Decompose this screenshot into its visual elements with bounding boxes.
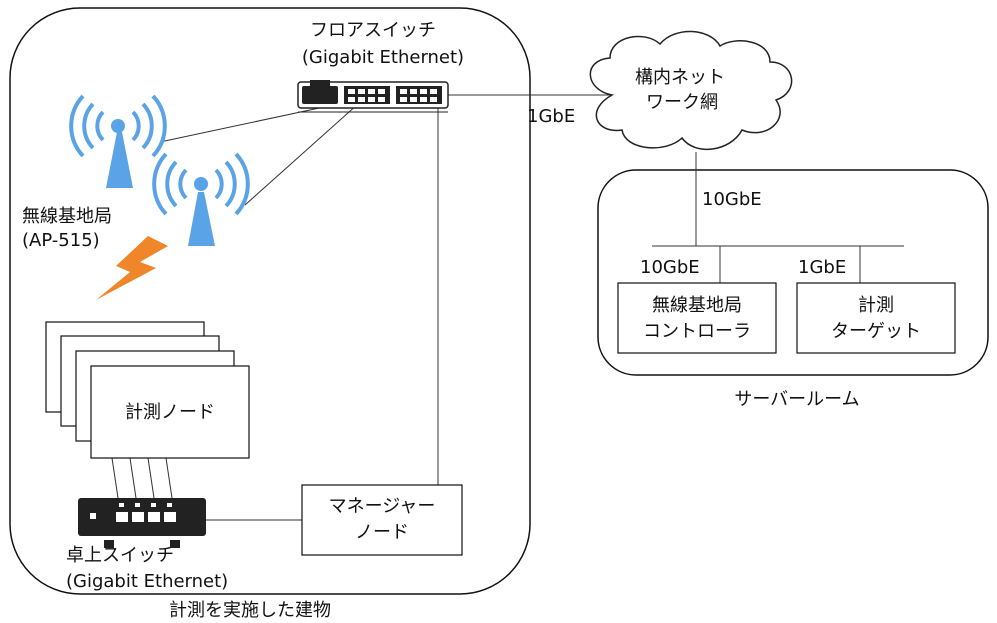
wifi-antenna-icon <box>69 94 167 188</box>
server-room-caption: サーバールーム <box>734 389 859 410</box>
controller-sublabel: コントローラ <box>643 321 751 342</box>
measurement-target-sublabel: ターゲット <box>831 321 921 342</box>
floor-switch-sublabel: (Gigabit Ethernet) <box>302 47 464 68</box>
server-room-boundary <box>597 169 989 376</box>
uplink-speed-label: 1GbE <box>527 106 575 127</box>
ap2-to-floor-switch-line <box>244 103 359 206</box>
server-uplink-speed-label: 10GbE <box>702 189 762 210</box>
controller-box <box>617 282 777 354</box>
node-cable-4 <box>165 457 173 499</box>
target-link-speed-label: 1GbE <box>798 257 846 278</box>
measurement-node-label: 計測ノード <box>125 402 215 423</box>
controller-link-speed-label: 10GbE <box>640 257 700 278</box>
desk-switch-sublabel: (Gigabit Ethernet) <box>66 571 228 592</box>
node-cable-2 <box>129 457 137 499</box>
campus-network-label: 構内ネット <box>635 67 725 88</box>
manager-node-sublabel: ノード <box>355 522 409 543</box>
ap1-to-floor-switch-line <box>159 103 339 143</box>
desk-switch-label: 卓上スイッチ <box>66 545 174 566</box>
node-cable-1 <box>111 457 119 499</box>
building-caption: 計測を実施した建物 <box>169 600 331 621</box>
measurement-node-card <box>90 365 250 459</box>
manager-node-box <box>301 484 463 556</box>
controller-label: 無線基地局 <box>652 295 742 316</box>
wireless-ap-label: 無線基地局 <box>22 206 112 227</box>
building-boundary <box>9 7 531 595</box>
measurement-target-label: 計測 <box>858 295 894 316</box>
measurement-node-stack <box>45 321 250 459</box>
network-switch-icon <box>297 80 449 113</box>
wireless-ap-model-label: (AP-515) <box>22 230 100 251</box>
campus-network-sublabel: ワーク網 <box>646 92 718 113</box>
lightning-bolt-icon <box>96 236 168 300</box>
wifi-antenna-icon <box>152 152 250 246</box>
floor-switch-label: フロアスイッチ <box>310 20 436 41</box>
connection-lines <box>111 94 904 521</box>
measurement-target-box <box>796 282 956 354</box>
manager-node-label: マネージャー <box>329 496 436 517</box>
cloud-icon <box>589 30 793 151</box>
node-cable-3 <box>147 457 155 499</box>
network-switch-icon <box>78 498 206 548</box>
